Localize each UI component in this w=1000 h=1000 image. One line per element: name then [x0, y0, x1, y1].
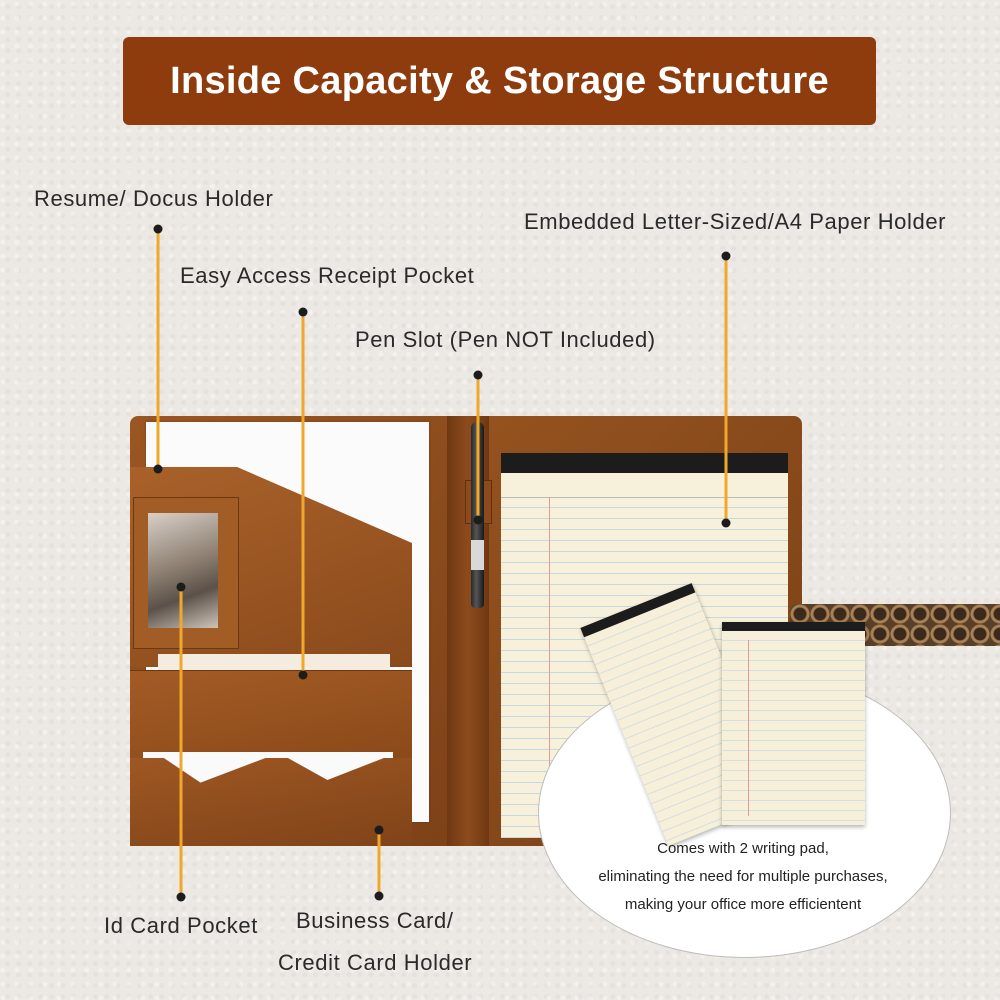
label-business-card-line1: Business Card/	[296, 908, 454, 933]
promo-line-1: Comes with 2 writing pad,	[657, 840, 829, 857]
leader-line-business-card	[377, 830, 381, 896]
label-id-card-pocket: Id Card Pocket	[104, 913, 258, 938]
promo-line-2: eliminating the need for multiple purcha…	[598, 868, 888, 885]
legal-pad-calendar-strip	[501, 473, 788, 498]
leader-line-pen	[476, 375, 480, 520]
writing-pad-image-2	[722, 622, 865, 825]
label-pen-slot: Pen Slot (Pen NOT Included)	[355, 327, 656, 352]
legal-pad-header	[501, 453, 788, 473]
leader-line-paper	[724, 256, 728, 523]
dot-id-card-bottom	[176, 892, 186, 902]
label-resume-holder: Resume/ Docus Holder	[34, 186, 274, 211]
label-receipt-pocket: Easy Access Receipt Pocket	[180, 263, 475, 288]
dot-receipt-bottom	[298, 670, 308, 680]
leader-line-id-card	[179, 587, 183, 897]
label-paper-holder: Embedded Letter-Sized/A4 Paper Holder	[524, 209, 947, 234]
dot-business-card-bottom	[374, 891, 384, 901]
id-card-photo	[148, 513, 218, 628]
dot-resume-top	[153, 224, 163, 234]
leader-line-resume	[156, 229, 160, 469]
dot-receipt-top	[298, 307, 308, 317]
pen-band	[471, 540, 484, 570]
dot-id-card-top	[176, 582, 186, 592]
leader-line-receipt	[301, 312, 305, 675]
promo-line-3: making your office more efficientent	[624, 896, 862, 913]
dot-paper-bottom	[721, 518, 731, 528]
page-title: Inside Capacity & Storage Structure	[123, 37, 876, 125]
label-business-card-line2: Credit Card Holder	[278, 950, 473, 975]
receipt-paper	[158, 654, 390, 674]
card-pockets	[130, 758, 412, 846]
dot-pen-bottom	[473, 515, 483, 525]
legal-pad-margin-line	[549, 497, 550, 838]
dot-pen-top	[473, 370, 483, 380]
dot-paper-top	[721, 251, 731, 261]
dot-resume-bottom	[153, 464, 163, 474]
writing-pad-margin	[748, 640, 749, 816]
dot-business-card-top	[374, 825, 384, 835]
